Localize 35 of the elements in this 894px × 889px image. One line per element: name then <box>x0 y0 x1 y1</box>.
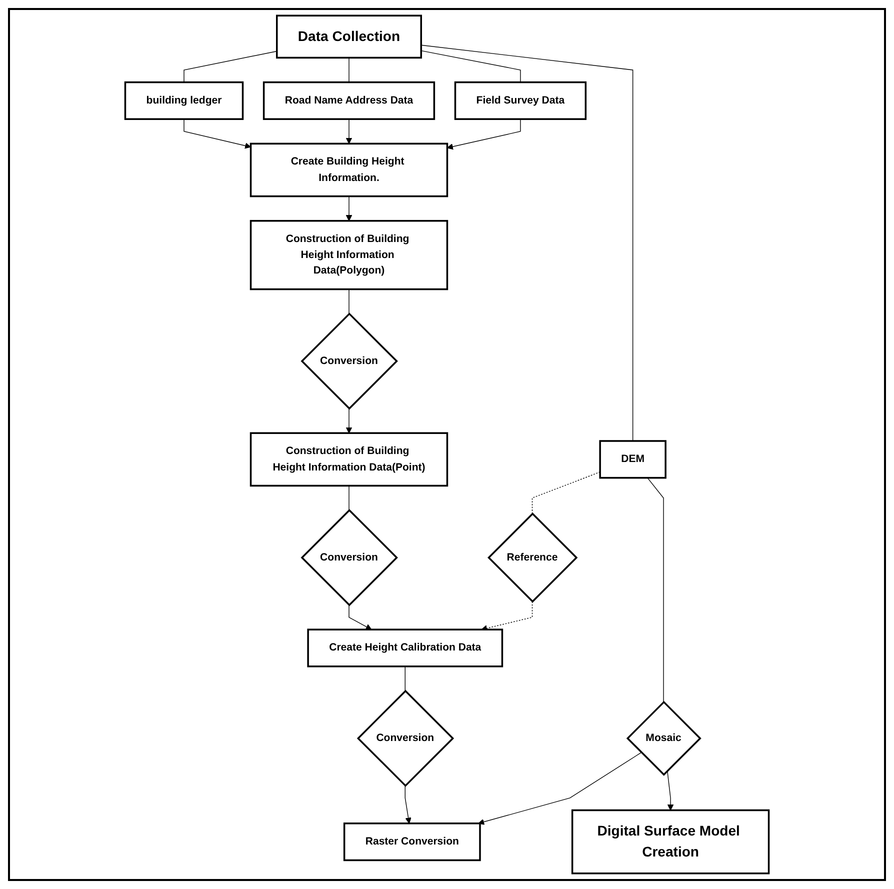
connector <box>184 50 278 83</box>
connector <box>348 57 350 83</box>
connector <box>348 485 350 511</box>
node-diamond: Mosaic <box>626 700 702 776</box>
node-diamond: Conversion <box>356 690 454 787</box>
connector <box>420 50 521 83</box>
connector <box>532 472 600 514</box>
node-box: Construction of Building Height Information Data(Point) <box>250 432 448 487</box>
arrow <box>346 408 352 434</box>
node-box: Raster Conversion <box>343 822 481 862</box>
arrow <box>481 601 533 632</box>
connector <box>647 477 664 702</box>
arrow <box>667 770 674 811</box>
node-box: Data Collection <box>276 14 422 59</box>
node-box: Create Building Height Information. <box>250 142 448 198</box>
node-diamond: Conversion <box>300 312 398 410</box>
arrow <box>478 752 642 825</box>
node-box: Digital Surface Model Creation <box>571 809 770 874</box>
arrow <box>348 604 372 630</box>
node-diamond: Reference <box>487 512 578 603</box>
connector <box>404 666 406 692</box>
connector <box>420 44 634 442</box>
node-box: building ledger <box>124 81 244 120</box>
node-box: Create Height Calibration Data <box>307 628 504 668</box>
arrow <box>346 118 352 144</box>
node-diamond: Conversion <box>300 509 398 606</box>
connector <box>348 288 350 314</box>
node-box: Road Name Address Data <box>262 81 436 120</box>
node-box: Field Survey Data <box>454 81 587 120</box>
arrow <box>184 118 252 149</box>
node-box: Construction of Building Height Information Data(Polygon) <box>250 220 448 290</box>
node-box: DEM <box>599 440 666 479</box>
arrow <box>446 118 521 150</box>
arrow <box>346 196 352 222</box>
arrow <box>404 785 412 824</box>
